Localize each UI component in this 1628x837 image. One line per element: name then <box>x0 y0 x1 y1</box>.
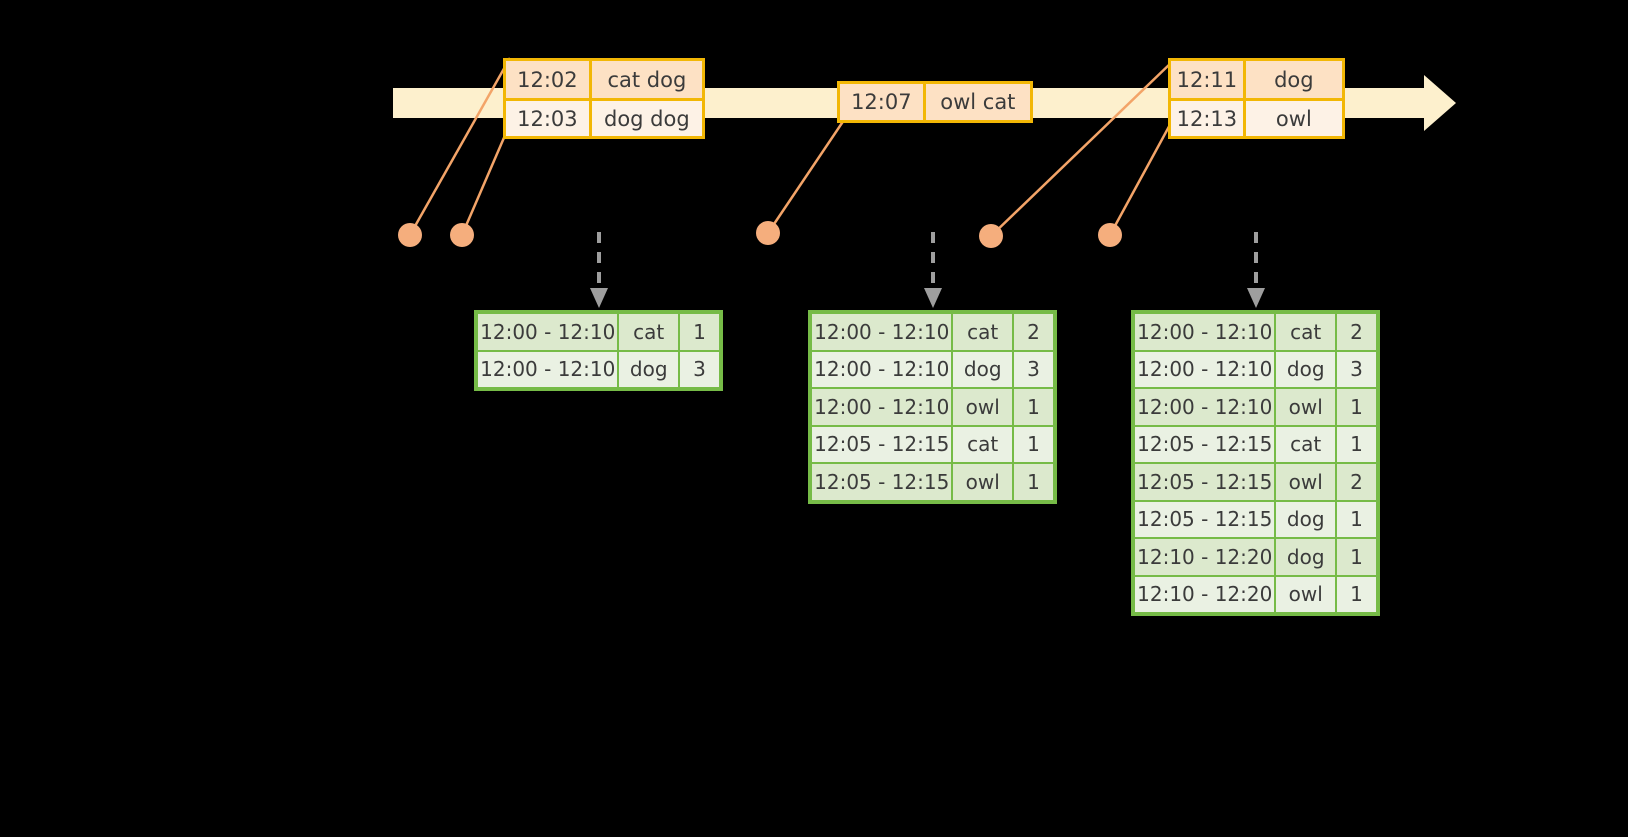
event-time: 12:02 <box>506 61 592 99</box>
word-cell: dog <box>952 350 1013 388</box>
connector-line-3 <box>766 119 846 234</box>
event-marker-dot-1 <box>398 223 422 247</box>
event-row: 12:02 cat dog <box>506 61 702 99</box>
event-words: owl <box>1245 101 1342 136</box>
window-cell: 12:05 - 12:15 <box>1134 463 1276 501</box>
count-cell: 3 <box>1335 350 1377 388</box>
window-cell: 12:00 - 12:10 <box>1134 388 1276 426</box>
event-row: 12:13 owl <box>1171 98 1342 136</box>
count-cell: 1 <box>678 313 720 351</box>
window-cell: 12:05 - 12:15 <box>1134 425 1276 463</box>
count-cell: 1 <box>1012 425 1054 463</box>
word-cell: dog <box>1275 500 1336 538</box>
event-time: 12:03 <box>506 101 592 136</box>
event-words: owl cat <box>925 84 1030 120</box>
count-cell: 1 <box>1012 463 1054 501</box>
window-cell: 12:10 - 12:20 <box>1134 575 1276 613</box>
word-cell: cat <box>1275 425 1336 463</box>
word-cell: owl <box>1275 388 1336 426</box>
down-arrow-icon-2 <box>924 232 942 308</box>
count-cell: 1 <box>1335 575 1377 613</box>
window-cell: 12:00 - 12:10 <box>811 350 953 388</box>
word-cell: cat <box>952 313 1013 351</box>
count-cell: 1 <box>1335 388 1377 426</box>
event-marker-dot-3 <box>756 221 780 245</box>
word-cell: cat <box>618 313 679 351</box>
event-marker-dot-5 <box>1098 223 1122 247</box>
word-cell: dog <box>618 350 679 388</box>
window-cell: 12:05 - 12:15 <box>811 425 953 463</box>
word-cell: owl <box>1275 463 1336 501</box>
window-cell: 12:00 - 12:10 <box>477 313 619 351</box>
event-marker-dot-4 <box>979 224 1003 248</box>
down-arrow-icon-1 <box>590 232 608 308</box>
window-cell: 12:05 - 12:15 <box>1134 500 1276 538</box>
word-cell: dog <box>1275 350 1336 388</box>
count-cell: 3 <box>678 350 720 388</box>
word-cell: cat <box>952 425 1013 463</box>
count-cell: 1 <box>1335 538 1377 576</box>
count-cell: 1 <box>1335 500 1377 538</box>
down-arrow-icon-3 <box>1247 232 1265 308</box>
count-cell: 1 <box>1335 425 1377 463</box>
window-cell: 12:00 - 12:10 <box>811 388 953 426</box>
window-cell: 12:00 - 12:10 <box>811 313 953 351</box>
count-cell: 2 <box>1012 313 1054 351</box>
connector-line-1 <box>408 57 512 236</box>
count-cell: 3 <box>1012 350 1054 388</box>
word-cell: cat <box>1275 313 1336 351</box>
event-time: 12:07 <box>840 84 926 120</box>
event-row: 12:11 dog <box>1171 61 1342 99</box>
event-words: dog <box>1245 61 1342 99</box>
window-cell: 12:00 - 12:10 <box>1134 350 1276 388</box>
count-cell: 2 <box>1335 463 1377 501</box>
word-cell: owl <box>952 463 1013 501</box>
event-marker-dot-2 <box>450 223 474 247</box>
event-box-1: 12:02 cat dog 12:03 dog dog <box>503 58 705 139</box>
event-time: 12:11 <box>1171 61 1246 99</box>
event-box-3: 12:11 dog 12:13 owl <box>1168 58 1345 139</box>
count-cell: 2 <box>1335 313 1377 351</box>
timeline-arrowhead-icon <box>1424 75 1456 131</box>
count-cell: 1 <box>1012 388 1054 426</box>
word-cell: owl <box>952 388 1013 426</box>
word-cell: owl <box>1275 575 1336 613</box>
event-box-2: 12:07 owl cat <box>837 81 1033 123</box>
window-cell: 12:00 - 12:10 <box>1134 313 1276 351</box>
event-row: 12:03 dog dog <box>506 98 702 136</box>
event-row: 12:07 owl cat <box>840 84 1030 120</box>
window-cell: 12:10 - 12:20 <box>1134 538 1276 576</box>
event-words: cat dog <box>591 61 702 99</box>
event-words: dog dog <box>591 101 702 136</box>
window-cell: 12:05 - 12:15 <box>811 463 953 501</box>
word-cell: dog <box>1275 538 1336 576</box>
event-time: 12:13 <box>1171 101 1246 136</box>
window-cell: 12:00 - 12:10 <box>477 350 619 388</box>
